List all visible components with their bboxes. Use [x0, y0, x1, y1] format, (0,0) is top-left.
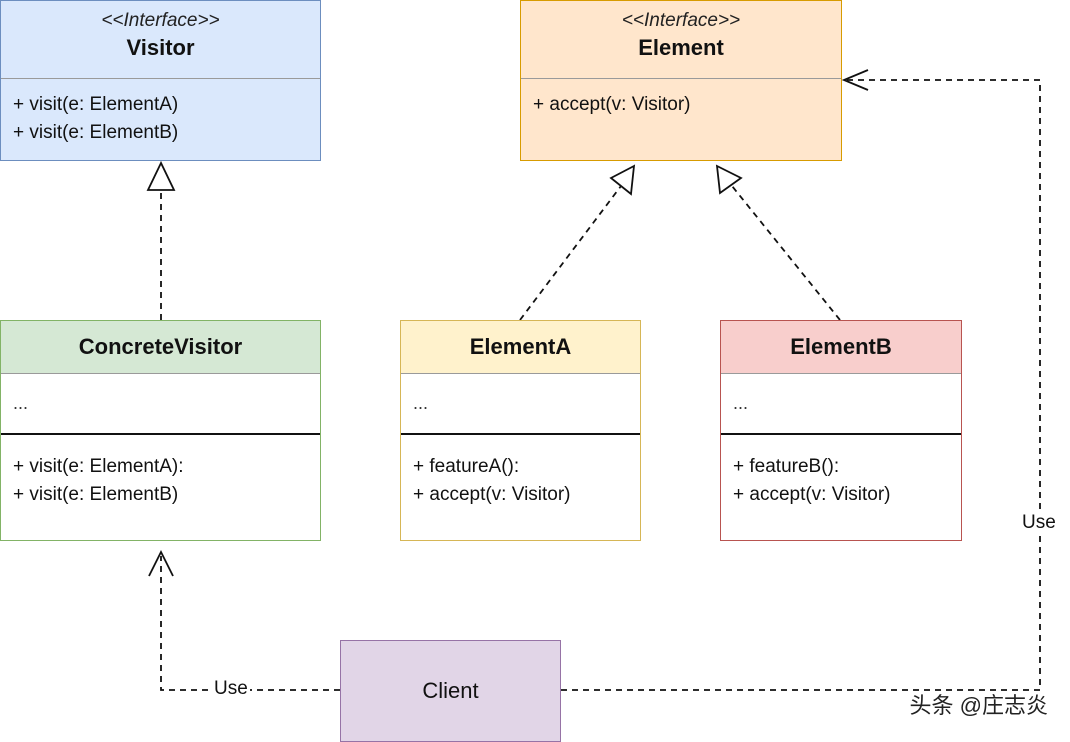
section-divider — [721, 433, 961, 435]
method: + accept(v: Visitor) — [533, 94, 691, 115]
method-list: + featureB(): + accept(v: Visitor) — [733, 453, 891, 509]
method: + visit(e: ElementB) — [13, 484, 179, 505]
class-name: ElementB — [790, 334, 892, 359]
concrete-visitor-box: ConcreteVisitor ... + visit(e: ElementA)… — [0, 320, 321, 541]
class-name: Client — [422, 678, 479, 703]
section-divider — [401, 433, 640, 435]
stereotype-label: <<Interface>> — [621, 10, 741, 31]
section-divider — [1, 373, 320, 374]
method: + featureA(): — [413, 456, 520, 477]
class-header: ElementA — [401, 321, 640, 373]
visitor-interface-box: <<Interface>> Visitor + visit(e: Element… — [0, 0, 321, 161]
attribute-list: ... — [733, 393, 749, 413]
element-b-box: ElementB ... + featureB(): + accept(v: V… — [720, 320, 962, 541]
method-list: + accept(v: Visitor) — [533, 91, 691, 119]
class-body — [401, 373, 640, 540]
method: + visit(e: ElementB) — [13, 122, 179, 143]
realization-elementb-element — [731, 185, 841, 321]
class-name: Element — [638, 35, 724, 60]
method: + accept(v: Visitor) — [733, 484, 891, 505]
section-divider — [1, 433, 320, 435]
hollow-triangle-arrowhead — [146, 160, 176, 191]
class-name: Visitor — [126, 35, 195, 60]
class-name: ElementA — [469, 334, 572, 359]
method: + accept(v: Visitor) — [413, 484, 571, 505]
stereotype-label: <<Interface>> — [101, 10, 220, 31]
watermark: 头条 @庄志炎 — [909, 693, 1048, 718]
hollow-triangle-arrowhead — [609, 164, 636, 196]
element-a-box: ElementA ... + featureA(): + accept(v: V… — [400, 320, 641, 541]
class-header: ElementB — [721, 321, 961, 373]
section-divider — [401, 373, 640, 374]
section-divider — [521, 78, 841, 79]
method-list: + featureA(): + accept(v: Visitor) — [413, 453, 571, 509]
hollow-triangle-arrowhead — [715, 164, 743, 195]
class-body — [1, 373, 320, 540]
method: + visit(e: ElementA) — [13, 94, 179, 115]
element-interface-box: <<Interface>> Element + accept(v: Visito… — [520, 0, 842, 161]
class-body — [721, 373, 961, 540]
class-header: ConcreteVisitor — [1, 321, 320, 373]
section-divider — [1, 78, 320, 79]
realization-elementa-element — [519, 185, 622, 321]
method: + featureB(): — [733, 456, 840, 477]
attribute-list: ... — [13, 393, 29, 413]
attribute-list: ... — [413, 393, 429, 413]
method-list: + visit(e: ElementA) + visit(e: ElementB… — [13, 91, 178, 147]
client-box: Client — [340, 640, 561, 742]
dependency-client-concretevisitor — [160, 556, 340, 691]
edge-label-use: Use — [212, 678, 250, 700]
dependency-client-element — [561, 79, 1041, 691]
open-arrowhead — [841, 69, 869, 91]
open-arrowhead — [148, 549, 174, 577]
section-divider — [721, 373, 961, 374]
class-name: ConcreteVisitor — [78, 334, 243, 359]
method-list: + visit(e: ElementA): + visit(e: Element… — [13, 453, 184, 509]
class-header: <<Interface>> Visitor — [1, 1, 320, 63]
class-header: <<Interface>> Element — [521, 1, 841, 63]
edge-label-use: Use — [1020, 512, 1058, 534]
method: + visit(e: ElementA): — [13, 456, 184, 477]
